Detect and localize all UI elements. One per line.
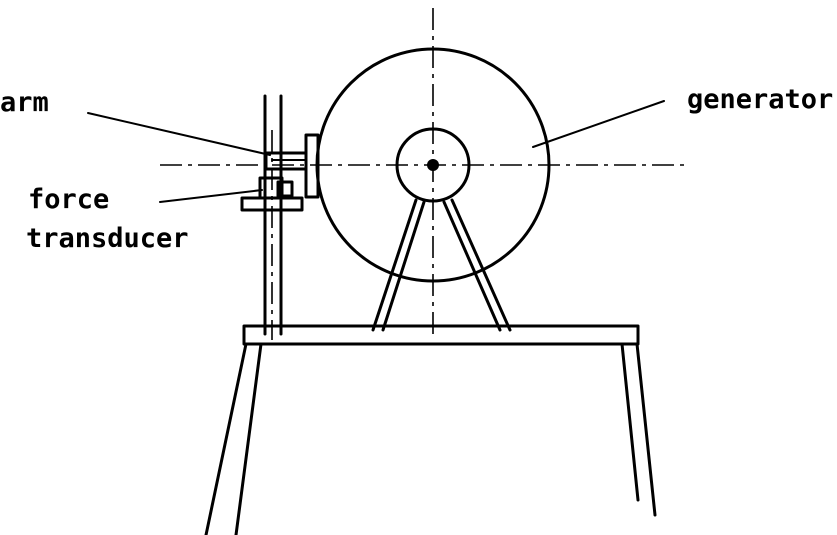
- generator-leader-line: [532, 100, 665, 148]
- a-frame-leg-left-outer: [371, 198, 418, 332]
- a-frame-leg-right-outer: [450, 198, 512, 332]
- table-top: [242, 324, 640, 346]
- force-transducer-leader-line: [159, 189, 263, 203]
- table-leg-left-outer: [204, 342, 248, 535]
- force-transducer-label-line1: force: [28, 184, 109, 215]
- force-transducer-plate: [240, 196, 304, 212]
- generator-hub: [395, 127, 471, 203]
- generator-shaft: [427, 159, 439, 171]
- arm-leader-line: [87, 112, 271, 156]
- table-leg-right-outer: [635, 342, 657, 517]
- table-leg-right-inner: [620, 342, 640, 502]
- arm-label: arm: [0, 87, 49, 118]
- a-frame-leg-right-inner: [442, 200, 502, 332]
- a-frame-leg-left-inner: [381, 200, 426, 332]
- force-transducer-cap: [276, 180, 294, 198]
- generator-label: generator: [687, 84, 833, 115]
- force-transducer-label-line2: transducer: [26, 223, 189, 254]
- table-leg-left-inner: [234, 342, 263, 535]
